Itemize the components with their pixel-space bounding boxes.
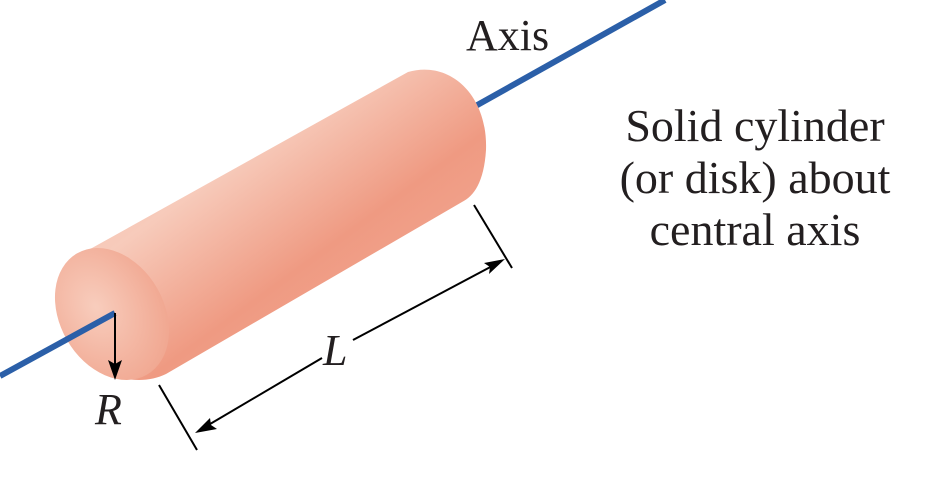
cylinder-body bbox=[61, 69, 487, 380]
caption: Solid cylinder (or disk) about central a… bbox=[585, 100, 925, 256]
length-arrow-upper bbox=[352, 263, 497, 341]
caption-line-1: Solid cylinder bbox=[625, 100, 885, 151]
length-extension-right bbox=[473, 204, 513, 269]
axis-line-upper bbox=[470, 0, 667, 111]
length-extension-left bbox=[158, 384, 198, 451]
length-label: L bbox=[322, 326, 347, 375]
axis-label: Axis bbox=[466, 11, 549, 60]
radius-label: R bbox=[94, 385, 122, 434]
caption-line-2: (or disk) about bbox=[619, 152, 891, 203]
caption-line-3: central axis bbox=[649, 204, 861, 255]
length-arrowhead-right bbox=[484, 259, 505, 274]
axis-line-lower bbox=[0, 310, 117, 379]
length-arrowhead-left bbox=[195, 418, 217, 433]
length-arrow-lower bbox=[204, 357, 323, 428]
radius-arrowhead bbox=[108, 360, 122, 380]
